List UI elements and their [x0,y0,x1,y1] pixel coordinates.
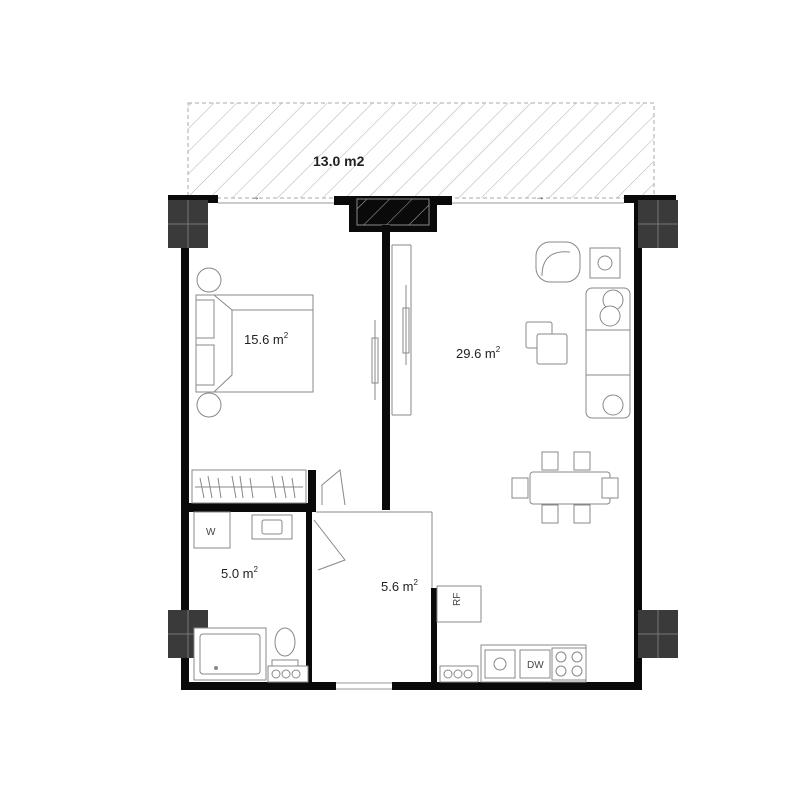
wall-bedroom-bath [189,506,316,512]
wall-right [634,200,642,690]
column-bottom-right [638,610,678,658]
wall-closet-side [308,470,316,512]
living-area-label: 29.6 m2 [456,345,501,361]
bathroom-area-label: 5.0 m2 [221,565,259,581]
sink [251,514,293,540]
wall-left [181,200,189,690]
sliding-doors [371,244,412,416]
column-top-right [638,200,678,248]
chimney-block [334,196,452,232]
svg-text:DW: DW [527,660,544,671]
interior-walls [189,225,437,682]
wall-bottom-right [392,682,642,690]
fridge: RF [436,585,482,623]
hall: 5.6 m2 [313,469,433,594]
double-bed [195,294,314,393]
washing-machine: W [193,511,231,549]
nightstand-bottom [196,392,222,418]
bath-radiator [267,665,309,683]
bedroom: 15.6 m2 [191,267,314,504]
column-top-left [168,200,208,248]
bathroom-door [313,519,346,571]
bedroom-door [321,469,346,506]
kitchen-radiator [439,665,479,683]
chimney-inner [356,198,430,226]
wall-top-left [168,195,218,203]
terrace-arrow-left: → [250,192,260,203]
nightstand-top [196,267,222,293]
terrace-area-label: 13.0 m2 [313,153,365,169]
wall-bath-hall [306,512,312,682]
sofa [585,287,631,419]
dining-set [511,451,619,524]
living-room: 29.6 m2 [456,241,631,524]
wall-hall-kitchen [431,588,437,682]
svg-text:RF: RF [452,593,463,606]
bedroom-area-label: 15.6 m2 [244,331,289,347]
side-table [589,247,621,279]
shower-tray [193,627,267,681]
wardrobe [191,469,307,504]
toilet [271,627,299,671]
cooktop [551,647,587,681]
bathroom: W 5.0 m2 [193,511,309,683]
exterior-walls [168,195,676,690]
terrace-hatch [187,102,655,199]
kitchen: RF DW [436,585,587,683]
svg-text:W: W [206,527,216,538]
kitchen-sink [484,649,516,679]
terrace-arrow-right: → [535,192,545,203]
wall-top-right [624,195,676,203]
wall-closet-bottom [189,503,309,506]
wall-bedroom-living [382,225,390,510]
coffee-tables [525,321,568,365]
terrace: 13.0 m2 → → [187,102,655,203]
wall-bottom-left [181,682,336,690]
armchair [535,241,581,283]
dishwasher: DW [519,649,551,679]
hall-area-label: 5.6 m2 [381,578,419,594]
